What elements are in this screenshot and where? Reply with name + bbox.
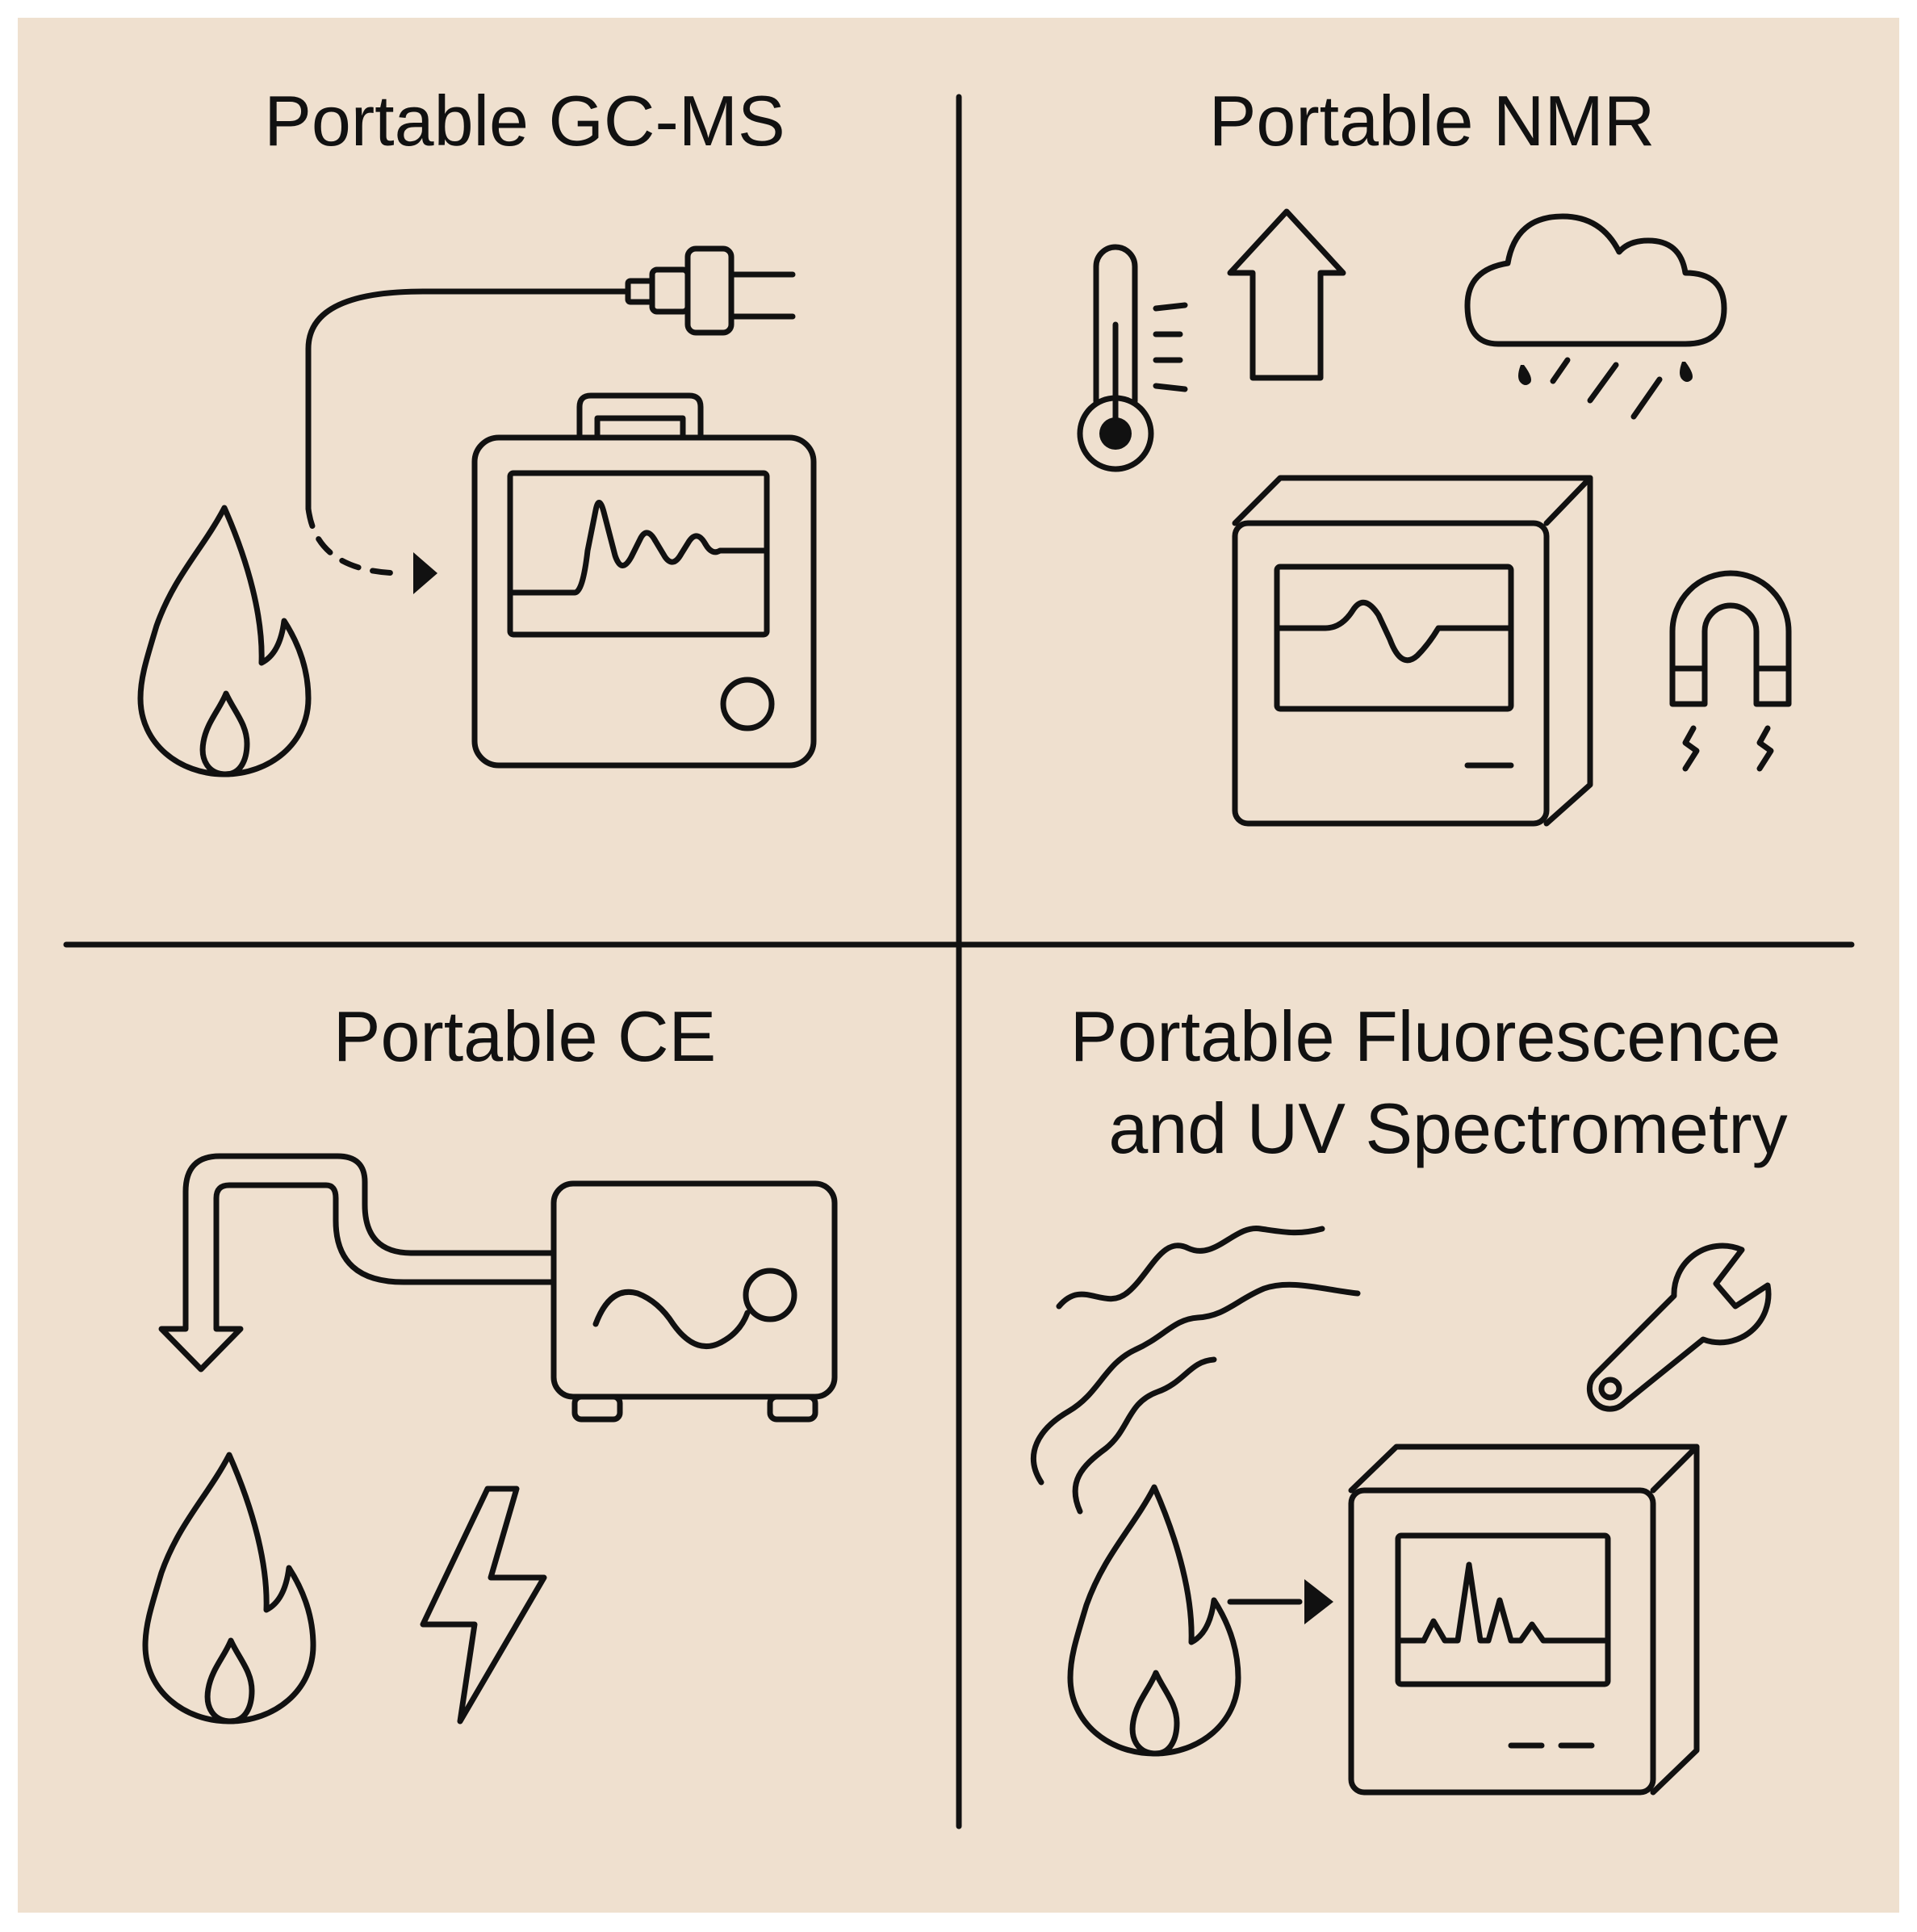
thermometer-icon bbox=[1077, 244, 1188, 472]
dashed-arrow-icon bbox=[305, 505, 437, 594]
portable-analyzer-icon bbox=[471, 392, 817, 769]
arrow-icon bbox=[1227, 1579, 1333, 1624]
capillary-tube-icon bbox=[158, 1153, 557, 1373]
spectrometer-box-icon bbox=[1232, 475, 1593, 827]
diagram-canvas: Portable GC-MS Portable bbox=[18, 18, 1899, 1913]
power-plug-icon bbox=[305, 245, 796, 512]
panel-fluorescence-title-line-1: Portable Fluorescence bbox=[1070, 996, 1781, 1076]
panel-ce: Portable CE bbox=[145, 996, 838, 1725]
flame-icon bbox=[140, 508, 308, 774]
magnet-icon bbox=[1669, 570, 1792, 772]
quadrant-dividers bbox=[63, 94, 1855, 1829]
panel-gc-ms-title: Portable GC-MS bbox=[264, 81, 785, 161]
spectrometer-box-icon bbox=[1348, 1444, 1700, 1796]
panel-gc-ms: Portable GC-MS bbox=[140, 81, 817, 774]
flame-icon bbox=[1070, 1487, 1238, 1754]
ce-device-icon bbox=[550, 1180, 838, 1423]
wrench-icon bbox=[1586, 1243, 1772, 1412]
smoke-icon bbox=[1031, 1226, 1361, 1515]
diagram-svg: Portable GC-MS Portable bbox=[63, 81, 1855, 1829]
panel-ce-title: Portable CE bbox=[333, 996, 716, 1076]
panel-nmr-title: Portable NMR bbox=[1209, 81, 1655, 161]
lightning-icon bbox=[420, 1486, 547, 1725]
flame-icon bbox=[145, 1455, 313, 1721]
panel-fluorescence-title-line-2: and UV Spectrometry bbox=[1108, 1088, 1787, 1168]
up-arrow-icon bbox=[1227, 208, 1346, 381]
panel-nmr: Portable NMR bbox=[1077, 81, 1792, 827]
panel-fluorescence-uv: Portable Fluorescence and UV Spectrometr… bbox=[1031, 996, 1788, 1796]
rain-cloud-icon bbox=[1464, 213, 1727, 420]
